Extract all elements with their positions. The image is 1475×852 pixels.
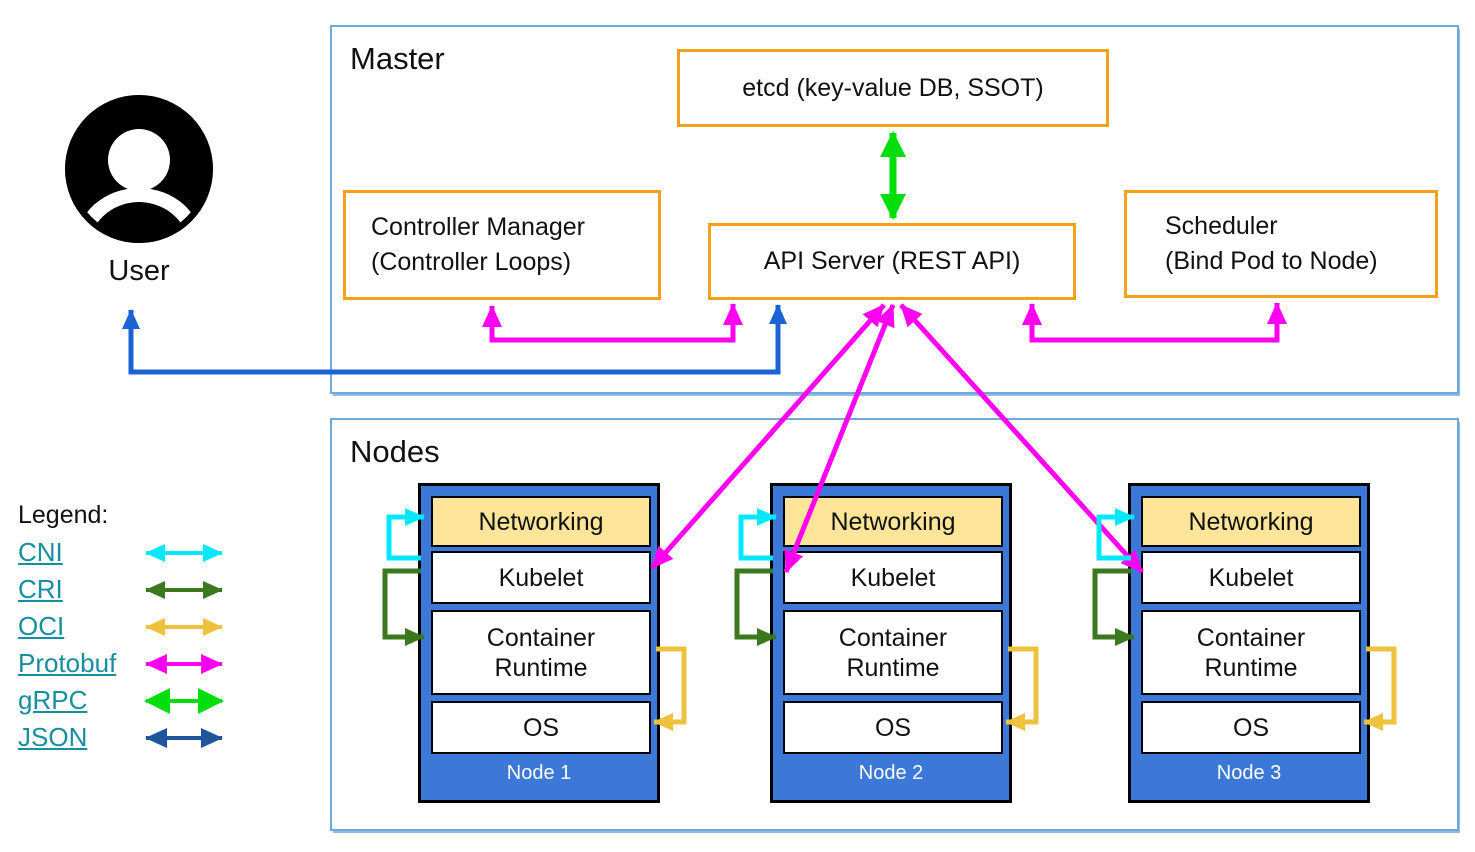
node-3-kubelet-layer: Kubelet (1141, 551, 1361, 604)
cni-link[interactable]: CNI (18, 537, 63, 567)
node-1-kubelet-layer: Kubelet (431, 551, 651, 604)
legend-row-json: JSON (18, 719, 240, 756)
user-label: User (108, 255, 170, 287)
node-1: Networking Kubelet Container Runtime OS … (418, 483, 660, 803)
cri-link[interactable]: CRI (18, 574, 63, 604)
user-avatar-icon (65, 95, 213, 243)
node-2-kubelet-layer: Kubelet (783, 551, 1003, 604)
api-server-box: API Server (REST API) (708, 223, 1076, 300)
legend-row-cni: CNI (18, 534, 240, 571)
node-2-container-runtime-layer: Container Runtime (783, 610, 1003, 695)
node-1-os-layer: OS (431, 701, 651, 754)
node-2-os-layer: OS (783, 701, 1003, 754)
grpc-link[interactable]: gRPC (18, 685, 88, 715)
controller-manager-label-line2: (Controller Loops) (371, 248, 572, 276)
legend-row-grpc: gRPC (18, 682, 240, 719)
oci-link[interactable]: OCI (18, 611, 65, 641)
node-1-networking-layer: Networking (431, 496, 651, 547)
cri-arrow-icon (145, 580, 223, 599)
node-1-container-runtime-layer: Container Runtime (431, 610, 651, 695)
master-section-title: Master (350, 41, 445, 76)
api-server-label: API Server (REST API) (763, 247, 1021, 275)
legend-title: Legend: (18, 501, 109, 529)
legend-row-protobuf: Protobuf (18, 645, 240, 682)
legend-row-oci: OCI (18, 608, 240, 645)
node-2: Networking Kubelet Container Runtime OS … (770, 483, 1012, 803)
protobuf-link[interactable]: Protobuf (18, 648, 117, 678)
node-2-label: Node 2 (858, 761, 924, 784)
node-1-label: Node 1 (506, 761, 572, 784)
oci-arrow-icon (145, 617, 223, 636)
json-arrow-icon (145, 727, 223, 748)
scheduler-label-line2: (Bind Pod to Node) (1165, 247, 1378, 275)
node-3-networking-layer: Networking (1141, 496, 1361, 547)
scheduler-box: Scheduler (Bind Pod to Node) (1124, 190, 1438, 298)
cni-arrow-icon (145, 543, 223, 562)
json-link[interactable]: JSON (18, 722, 88, 752)
node-3-label: Node 3 (1216, 761, 1282, 784)
node-2-networking-layer: Networking (783, 496, 1003, 547)
node-3: Networking Kubelet Container Runtime OS … (1128, 483, 1370, 803)
nodes-section-title: Nodes (350, 434, 440, 469)
etcd-label: etcd (key-value DB, SSOT) (742, 73, 1044, 102)
etcd-box: etcd (key-value DB, SSOT) (677, 49, 1109, 127)
protobuf-arrow-icon (145, 653, 223, 674)
legend-row-cri: CRI (18, 571, 240, 608)
grpc-arrow-icon (144, 687, 224, 714)
node-3-os-layer: OS (1141, 701, 1361, 754)
node-3-container-runtime-layer: Container Runtime (1141, 610, 1361, 695)
user-figure: User (64, 94, 214, 288)
controller-manager-label-line1: Controller Manager (371, 213, 585, 241)
legend: Legend: CNI CRI OCI Protobuf gRP (18, 501, 240, 756)
scheduler-label-line1: Scheduler (1165, 212, 1278, 240)
controller-manager-box: Controller Manager (Controller Loops) (343, 190, 661, 300)
